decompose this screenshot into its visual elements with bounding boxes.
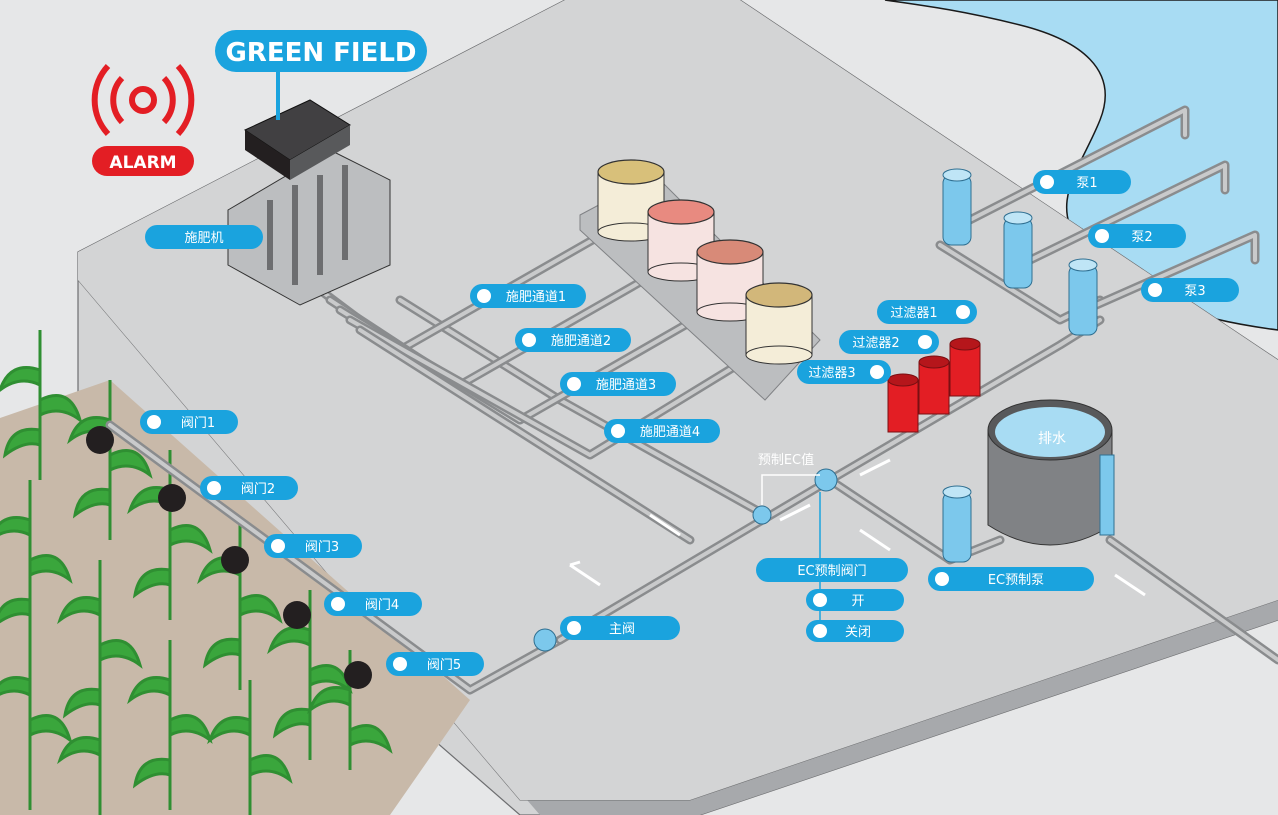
- valve-5-indicator: [393, 657, 407, 671]
- tag-channel-1-label: 施肥通道1: [506, 290, 566, 305]
- brand-banner: GREEN FIELD: [215, 30, 427, 120]
- tag-valve-1-label: 阀门1: [181, 416, 215, 431]
- main-valve-indicator: [567, 621, 581, 635]
- valve-2-indicator: [207, 481, 221, 495]
- tag-pump-1[interactable]: 泵1: [1033, 170, 1131, 194]
- tag-filter-2-label: 过滤器2: [852, 336, 899, 351]
- tag-fertilizer-machine[interactable]: 施肥机: [145, 225, 263, 249]
- tag-pump-3[interactable]: 泵3: [1141, 278, 1239, 302]
- channel-1-indicator: [477, 289, 491, 303]
- tag-pump-2[interactable]: 泵2: [1088, 224, 1186, 248]
- ec-valve-open-button[interactable]: 开: [806, 589, 904, 611]
- tag-channel-1[interactable]: 施肥通道1: [470, 284, 586, 308]
- tag-ec-pump[interactable]: EC预制泵: [928, 567, 1094, 591]
- fertilizer-tank-4: [745, 282, 813, 365]
- tag-filter-2[interactable]: 过滤器2: [839, 330, 939, 354]
- tag-main-valve[interactable]: 主阀: [560, 616, 680, 640]
- valve-4-indicator: [331, 597, 345, 611]
- tag-channel-3-label: 施肥通道3: [596, 378, 656, 393]
- tag-filter-3-label: 过滤器3: [808, 366, 855, 381]
- tag-channel-2[interactable]: 施肥通道2: [515, 328, 631, 352]
- open-indicator: [813, 593, 827, 607]
- pump-1-indicator: [1040, 175, 1054, 189]
- filter-1-indicator: [956, 305, 970, 319]
- ec-valve-close-button[interactable]: 关闭: [806, 620, 904, 642]
- tag-valve-2-label: 阀门2: [241, 482, 275, 497]
- tag-fertilizer-machine-label: 施肥机: [184, 231, 223, 246]
- tag-filter-3[interactable]: 过滤器3: [797, 360, 891, 384]
- pump-2-body: [1003, 211, 1033, 289]
- tag-valve-4[interactable]: 阀门4: [324, 592, 422, 616]
- tag-ec-valve-label: EC预制阀门: [797, 564, 866, 579]
- valve-manifold-pipe: [105, 420, 565, 695]
- alarm-indicator[interactable]: ALARM: [91, 63, 195, 176]
- pump-3-body: [1068, 258, 1098, 336]
- ec-pump-body: [942, 485, 972, 563]
- tag-pump-3-label: 泵3: [1184, 284, 1205, 299]
- tag-valve-4-label: 阀门4: [365, 598, 399, 613]
- brand-title: GREEN FIELD: [225, 38, 416, 68]
- tag-valve-3[interactable]: 阀门3: [264, 534, 362, 558]
- flow-arrows: [569, 458, 1146, 597]
- main-valve-body: [533, 628, 557, 652]
- tag-filter-1[interactable]: 过滤器1: [877, 300, 977, 324]
- tag-filter-1-label: 过滤器1: [890, 306, 937, 321]
- ec-sensor-body: [752, 505, 772, 525]
- fertilizer-tank-3: [696, 239, 764, 322]
- tag-ec-valve[interactable]: EC预制阀门: [756, 558, 908, 582]
- pump-1-body: [942, 168, 972, 246]
- tag-pump-2-label: 泵2: [1131, 230, 1152, 245]
- field-valves: [86, 426, 372, 689]
- channel-3-indicator: [567, 377, 581, 391]
- pump-3-indicator: [1148, 283, 1162, 297]
- channel-4-indicator: [611, 424, 625, 438]
- ec-preset-label: 预制EC值: [758, 452, 814, 468]
- ec-pump-indicator: [935, 572, 949, 586]
- tag-channel-4[interactable]: 施肥通道4: [604, 419, 720, 443]
- alarm-label: ALARM: [109, 153, 176, 173]
- drain-label: 排水: [1038, 431, 1066, 447]
- tag-valve-2[interactable]: 阀门2: [200, 476, 298, 500]
- channel-2-indicator: [522, 333, 536, 347]
- tag-main-valve-label: 主阀: [609, 622, 635, 637]
- alarm-icon: [91, 63, 195, 137]
- tag-valve-5-label: 阀门5: [427, 658, 461, 673]
- ec-valve-close-label: 关闭: [845, 625, 871, 640]
- fertilizer-machine: [227, 99, 391, 306]
- tag-valve-3-label: 阀门3: [305, 540, 339, 555]
- filter-3-indicator: [870, 365, 884, 379]
- close-indicator: [813, 624, 827, 638]
- ec-valve-open-label: 开: [851, 594, 864, 609]
- filter-2-indicator: [918, 335, 932, 349]
- tag-channel-4-label: 施肥通道4: [640, 425, 700, 440]
- tag-channel-3[interactable]: 施肥通道3: [560, 372, 676, 396]
- tag-valve-5[interactable]: 阀门5: [386, 652, 484, 676]
- tag-pump-1-label: 泵1: [1076, 176, 1097, 191]
- tag-channel-2-label: 施肥通道2: [551, 334, 611, 349]
- valve-1-indicator: [147, 415, 161, 429]
- filter-unit: [887, 337, 981, 433]
- drain-tank: [987, 399, 1115, 546]
- crop-field-soil: [0, 380, 470, 815]
- pump-2-indicator: [1095, 229, 1109, 243]
- corn-plants: [0, 330, 393, 815]
- tag-ec-pump-label: EC预制泵: [988, 573, 1044, 588]
- tag-valve-1[interactable]: 阀门1: [140, 410, 238, 434]
- ec-valve-body: [814, 468, 838, 492]
- valve-3-indicator: [271, 539, 285, 553]
